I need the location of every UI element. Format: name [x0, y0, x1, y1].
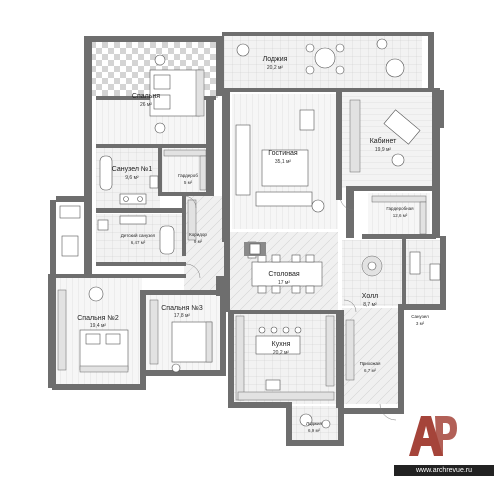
room-area-kids-bath: 6,47 м² [131, 240, 146, 245]
room-name-wardrobe1: Гардероб [178, 173, 198, 178]
room-area-study: 19,9 м² [375, 147, 392, 153]
ap-logo-a [409, 416, 443, 456]
watermark-url: www.archrevue.ru [394, 465, 494, 476]
room-name-hall: Холл [362, 293, 379, 300]
room-name-bedroom2: Спальня №2 [77, 315, 119, 322]
ap-logo-p [435, 416, 457, 456]
room-area-dining: 17 м² [278, 280, 290, 286]
room-name-corridor: Коридор [189, 232, 207, 237]
room-name-entrance: Прихожая [360, 361, 381, 366]
furniture [57, 38, 441, 429]
room-area-kitchen: 20,2 м² [273, 350, 290, 356]
walls [48, 32, 446, 446]
room-area-bedroom: 26 м² [140, 102, 152, 108]
room-area-living: 35,1 м² [275, 159, 292, 165]
room-name-bedroom: Спальня [132, 93, 160, 100]
room-name-kitchen: Кухня [272, 341, 291, 348]
room-labels: Лоджия 20,2 м² Спальня 26 м² Гостиная 35… [77, 56, 429, 433]
room-area-hall: 8,7 м² [363, 302, 377, 308]
ap-logo [409, 416, 457, 456]
room-name-loggia-top: Лоджия [263, 56, 288, 63]
room-area-corridor: 9 м² [194, 239, 203, 244]
room-name-study: Кабинет [370, 137, 397, 145]
room-name-kids-bath: Детский санузел [121, 232, 156, 238]
room-name-wardrobe-room: Гардеробная [386, 206, 414, 211]
room-area-entrance: 6,7 м² [364, 368, 377, 373]
room-area-bath2: 3 м² [416, 321, 425, 326]
room-name-bath1: Санузел №1 [112, 166, 153, 173]
room-name-bedroom3: Спальня №3 [161, 305, 203, 312]
room-name-living: Гостиная [268, 150, 298, 157]
room-name-dining: Столовая [268, 271, 300, 278]
room-area-bedroom2: 19,4 м² [90, 323, 107, 329]
room-area-bath1: 9,6 м² [125, 175, 139, 181]
room-name-loggia-bottom: Лоджия [306, 421, 323, 426]
room-area-wardrobe-room: 12,6 м² [393, 213, 408, 218]
room-name-bath2: Санузел [411, 314, 429, 319]
room-area-wardrobe1: 5 м² [184, 180, 193, 185]
room-area-loggia-top: 20,2 м² [267, 65, 284, 71]
room-area-bedroom3: 17,8 м² [174, 313, 191, 319]
room-area-loggia-bottom: 6,9 м² [308, 428, 321, 433]
doors [183, 195, 397, 421]
